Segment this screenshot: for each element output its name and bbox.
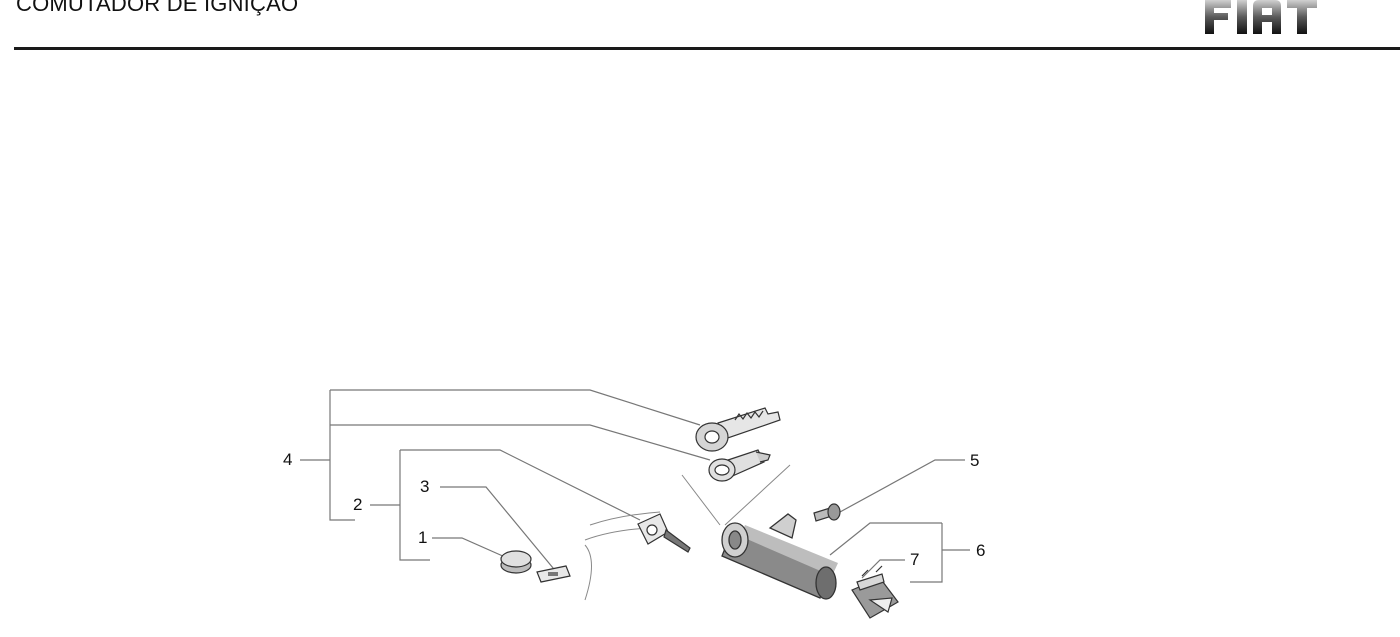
callout-3: 3 (420, 477, 429, 496)
ignition-key (695, 407, 781, 452)
transponder-key (637, 513, 691, 553)
leader-1 (432, 537, 506, 558)
page-title: COMUTADOR DE IGNIÇÃO (16, 0, 299, 16)
ignition-switch-unit (851, 565, 899, 619)
leader-5 (839, 459, 965, 513)
lock-housing (721, 513, 838, 600)
leader-7 (861, 559, 905, 579)
callout-1: 1 (418, 528, 427, 547)
code-plate (536, 565, 571, 583)
bracket-4 (300, 389, 711, 521)
callout-6: 6 (976, 541, 985, 560)
callout-7: 7 (910, 550, 919, 569)
leader-3 (440, 486, 559, 575)
callout-2: 2 (353, 495, 362, 514)
callout-4: 4 (283, 450, 292, 469)
header-rule (14, 47, 1400, 50)
callout-5: 5 (970, 451, 979, 470)
lock-cylinder (708, 449, 771, 482)
bracket-6 (829, 522, 970, 583)
shear-bolt (813, 503, 841, 522)
fiat-logo (1205, 0, 1317, 34)
bracket-2 (370, 449, 641, 561)
plug-cap (500, 550, 532, 574)
